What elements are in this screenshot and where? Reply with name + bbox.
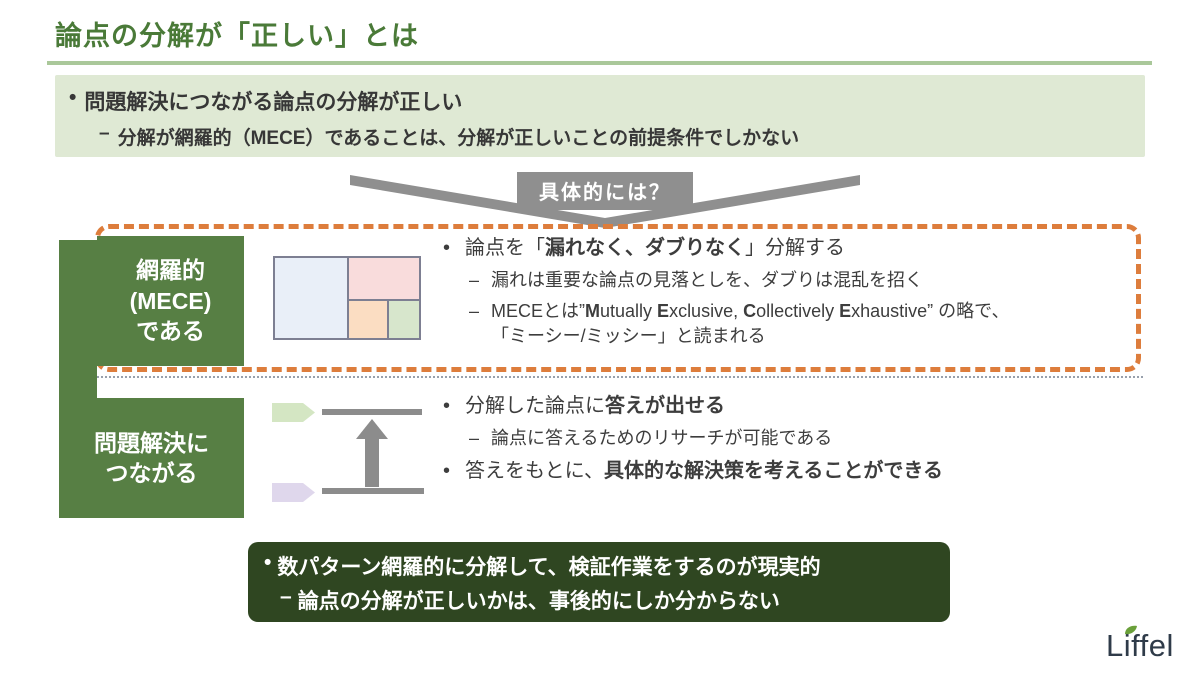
sub-bullet-item: – 論点に答えるためのリサーチが可能である <box>469 426 1143 451</box>
label-problem-line1: 問題解決に <box>94 429 209 456</box>
summary-sub-bullet: – 分解が網羅的（MECE）であることは、分解が正しいことの前提条件でしかない <box>99 123 1145 150</box>
bullet-item: • 答えをもとに、具体的な解決策を考えることができる <box>443 457 1143 485</box>
label-mece-line3: である <box>136 318 205 345</box>
label-mece-line2: (MECE) <box>129 287 212 314</box>
upward-arrow-diagram <box>272 403 424 502</box>
bullet-marker: • <box>443 460 451 483</box>
label-box-problem-solving: 問題解決に つながる <box>59 398 244 518</box>
bullet-text: 答えをもとに、具体的な解決策を考えることができる <box>465 460 943 483</box>
dash-marker: – <box>469 270 480 290</box>
mece-row-bullets: • 論点を「漏れなく、ダブりなく」分解する – 漏れは重要な論点の見落としを、ダ… <box>443 234 1143 350</box>
bullet-marker: • <box>443 237 451 259</box>
conclusion-bullet: • 数パターン網羅的に分解して、検証作業をするのが現実的 <box>264 551 950 581</box>
bullet-marker: • <box>69 86 77 109</box>
issue-bar-bottom <box>322 488 424 494</box>
label-box-mece: 網羅的 (MECE) である <box>97 236 244 366</box>
issue-chevron-purple <box>272 483 315 502</box>
row-divider-dotted-line <box>97 376 1143 378</box>
company-logo: Liffel <box>1106 624 1196 668</box>
bullet-item: • 分解した論点に答えが出せる <box>443 392 1143 420</box>
summary-bullet: • 問題解決につながる論点の分解が正しい <box>69 86 1145 116</box>
sub-bullet-item: – MECEとは”Mutually Exclusive, Collectivel… <box>469 299 1143 349</box>
mece-cell-blue <box>275 258 349 338</box>
conclusion-text: 数パターン網羅的に分解して、検証作業をするのが現実的 <box>277 556 821 579</box>
summary-sub-bullet-text: 分解が網羅的（MECE）であることは、分解が正しいことの前提条件でしかない <box>117 128 800 149</box>
mece-cell-pink <box>349 258 419 301</box>
issue-bar-top <box>322 409 422 415</box>
bullet-text: 論点に答えるためのリサーチが可能である <box>491 428 833 448</box>
label-problem-line2: つながる <box>105 460 198 486</box>
bullet-text: MECEとは”Mutually Exclusive, Collectively … <box>491 301 1010 347</box>
connector-label: 具体的には？ <box>539 182 671 204</box>
logo-text: Liffel <box>1106 628 1174 663</box>
conclusion-sub-bullet: – 論点の分解が正しいかは、事後的にしか分からない <box>280 585 950 615</box>
label-mece-line1: 網羅的 <box>136 257 205 284</box>
down-chevron-banner <box>350 172 860 228</box>
page-title: 論点の分解が「正しい」とは <box>55 21 419 51</box>
bullet-text: 論点を「漏れなく、ダブりなく」分解する <box>465 237 845 259</box>
title-underline <box>47 61 1152 65</box>
mece-matrix-diagram <box>273 256 421 340</box>
issue-chevron-green <box>272 403 315 422</box>
mece-cell-peach <box>349 301 389 338</box>
summary-bullet-text: 問題解決につながる論点の分解が正しい <box>84 91 463 114</box>
bullet-marker: • <box>443 395 451 417</box>
bullet-item: • 論点を「漏れなく、ダブりなく」分解する <box>443 234 1143 262</box>
dash-marker: – <box>469 301 480 322</box>
up-arrow-head <box>356 419 388 439</box>
conclusion-sub-text: 論点の分解が正しいかは、事後的にしか分からない <box>297 590 780 613</box>
problem-row-bullets: • 分解した論点に答えが出せる – 論点に答えるためのリサーチが可能である • … <box>443 392 1143 485</box>
leaf-icon <box>1125 625 1137 635</box>
sub-bullet-item: – 漏れは重要な論点の見落としを、ダブりは混乱を招く <box>469 268 1143 293</box>
dash-marker: – <box>280 585 292 608</box>
bullet-marker: • <box>264 551 272 574</box>
bullet-text: 漏れは重要な論点の見落としを、ダブりは混乱を招く <box>491 270 923 290</box>
up-arrow-shaft <box>365 439 379 487</box>
bullet-text: 分解した論点に答えが出せる <box>465 395 725 417</box>
dash-marker: – <box>469 428 480 448</box>
mece-cell-green <box>389 301 419 338</box>
dash-marker: – <box>99 123 110 144</box>
conclusion-box: • 数パターン網羅的に分解して、検証作業をするのが現実的 – 論点の分解が正しい… <box>248 542 950 622</box>
summary-panel: • 問題解決につながる論点の分解が正しい – 分解が網羅的（MECE）であること… <box>55 75 1145 157</box>
